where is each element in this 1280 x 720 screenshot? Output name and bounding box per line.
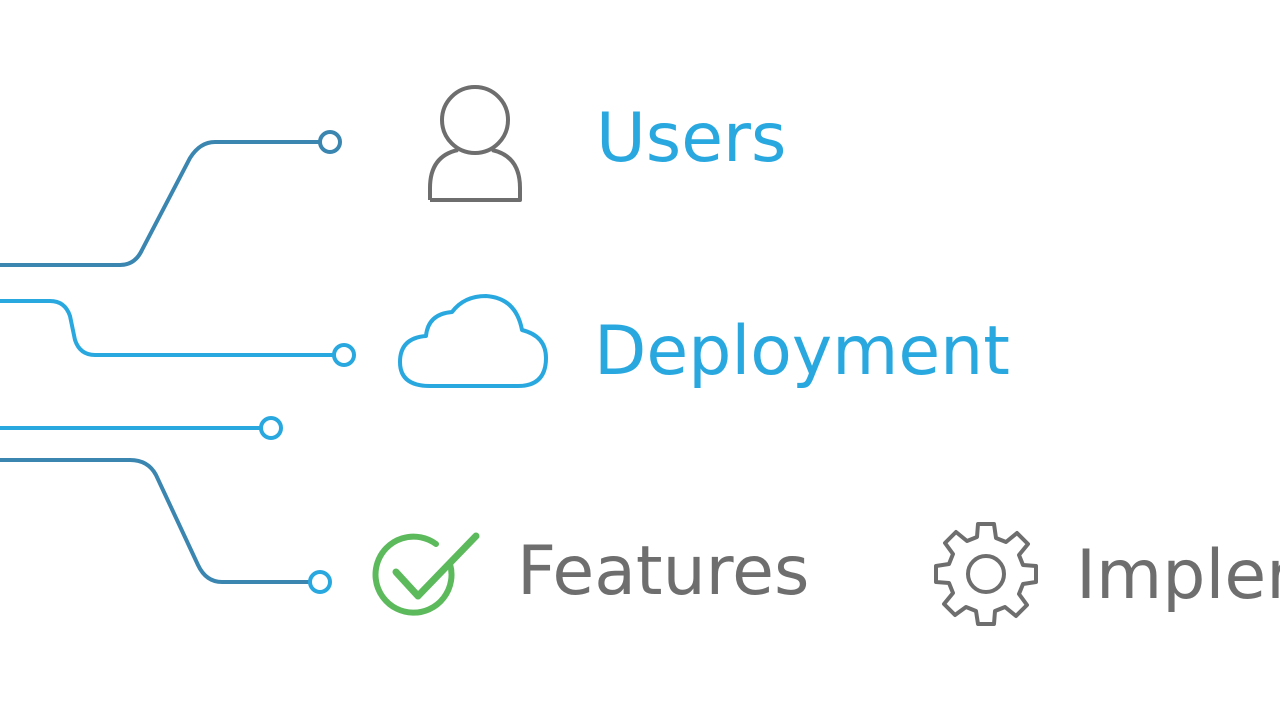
connector-features [0, 458, 312, 584]
connector-features-node [308, 570, 332, 594]
label-features: Features [517, 532, 810, 611]
connector-deployment-node [332, 343, 356, 367]
cloud-icon [398, 294, 548, 388]
label-deployment: Deployment [594, 312, 1010, 391]
user-icon [428, 85, 522, 202]
connector-deployment [0, 299, 336, 357]
label-users: Users [596, 99, 787, 178]
connector-users-node [318, 130, 342, 154]
connector-straight-node [259, 416, 283, 440]
connector-users [0, 140, 322, 267]
gear-icon [934, 522, 1038, 626]
check-icon [372, 532, 480, 616]
label-implementation: Impler [1076, 536, 1280, 615]
